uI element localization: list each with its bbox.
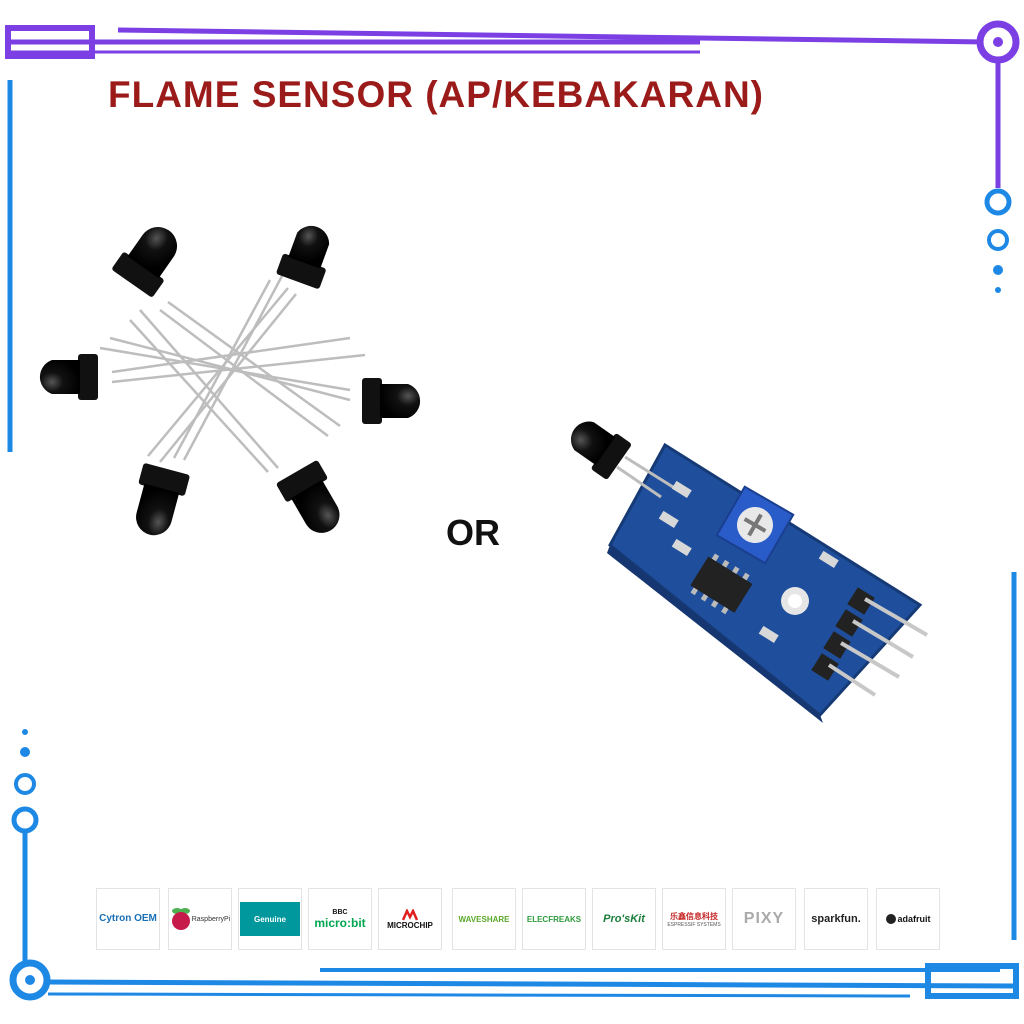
brand-logo-strip: Cytron OEM RaspberryPi Genuine BBC micro… [96, 888, 946, 954]
logo-subtext: ESPRESSIF SYSTEMS [667, 921, 721, 928]
or-label: OR [446, 512, 500, 553]
logo-cytron-oem: Cytron OEM [96, 888, 160, 950]
flame-sensor-leds-image [39, 225, 421, 536]
logo-text: Genuine [253, 914, 286, 924]
logo-waveshare: WAVESHARE [452, 888, 516, 950]
flame-sensor-module-image [570, 421, 929, 723]
logo-text: WAVESHARE [458, 914, 510, 924]
adafruit-flower-icon [886, 914, 897, 924]
logo-microbit: BBC micro:bit [308, 888, 372, 950]
logo-text: micro:bit [314, 915, 366, 930]
raspberry-icon [171, 908, 190, 930]
logo-text: MICROCHIP [387, 920, 433, 930]
logo-text: sparkfun. [811, 913, 861, 925]
microchip-icon [402, 908, 418, 921]
logo-proskit: Pro'sKit [592, 888, 656, 950]
logo-raspberrypi: RaspberryPi [168, 888, 232, 950]
logo-text: 乐鑫信息科技 [670, 911, 718, 921]
logo-text: RaspberryPi [191, 915, 231, 923]
logo-adafruit: adafruit [876, 888, 940, 950]
logo-elecfreaks: ELECFREAKS [522, 888, 586, 950]
logo-espressif: 乐鑫信息科技 ESPRESSIF SYSTEMS [662, 888, 726, 950]
logo-subtext: BBC [332, 908, 348, 916]
logo-pixy: PIXY [732, 888, 796, 950]
logo-text: adafruit [897, 914, 931, 924]
logo-text: Pro'sKit [603, 913, 645, 925]
logo-sparkfun: sparkfun. [804, 888, 868, 950]
logo-arduino-genuine: Genuine [238, 888, 302, 950]
arduino-badge: Genuine [240, 902, 300, 936]
logo-text: ELECFREAKS [526, 914, 582, 924]
page-title: FLAME SENSOR (AP/KEBAKARAN) [108, 74, 764, 115]
logo-text: PIXY [743, 910, 785, 927]
logo-text: Cytron OEM [99, 913, 157, 924]
logo-microchip: MICROCHIP [378, 888, 442, 950]
